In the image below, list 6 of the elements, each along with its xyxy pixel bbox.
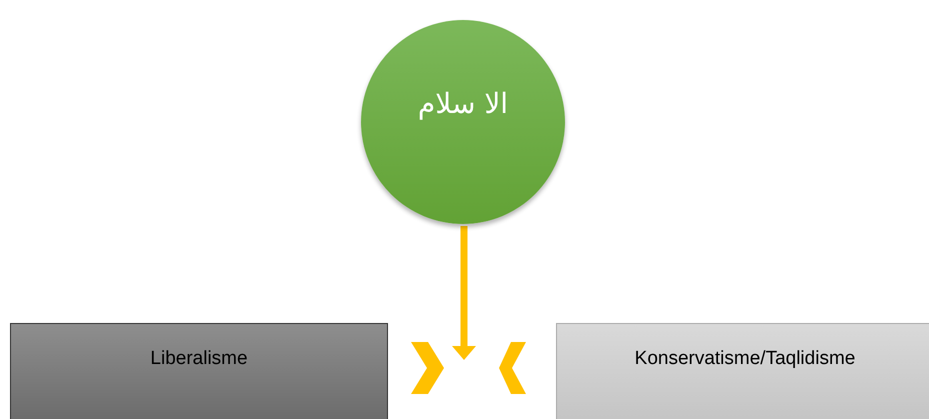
circle-node: الا سلام: [361, 20, 565, 224]
chevron-arrow: [499, 342, 526, 394]
process-box: Liberalisme: [10, 323, 388, 419]
process-box: Konservatisme/Taqlidisme: [556, 323, 929, 419]
arrow: [452, 226, 476, 360]
chevron-arrow: [411, 342, 444, 394]
